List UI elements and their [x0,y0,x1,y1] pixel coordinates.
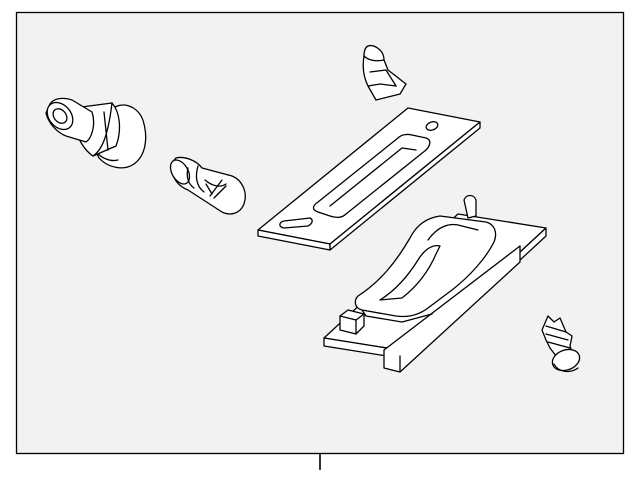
small-connector-icon [362,44,407,101]
lens-gasket-icon [257,107,481,251]
bulb-socket-icon [45,97,147,169]
tapping-screw-icon [541,315,581,373]
license-lamp-housing-icon [323,194,547,373]
wedge-bulb-icon [169,156,246,215]
